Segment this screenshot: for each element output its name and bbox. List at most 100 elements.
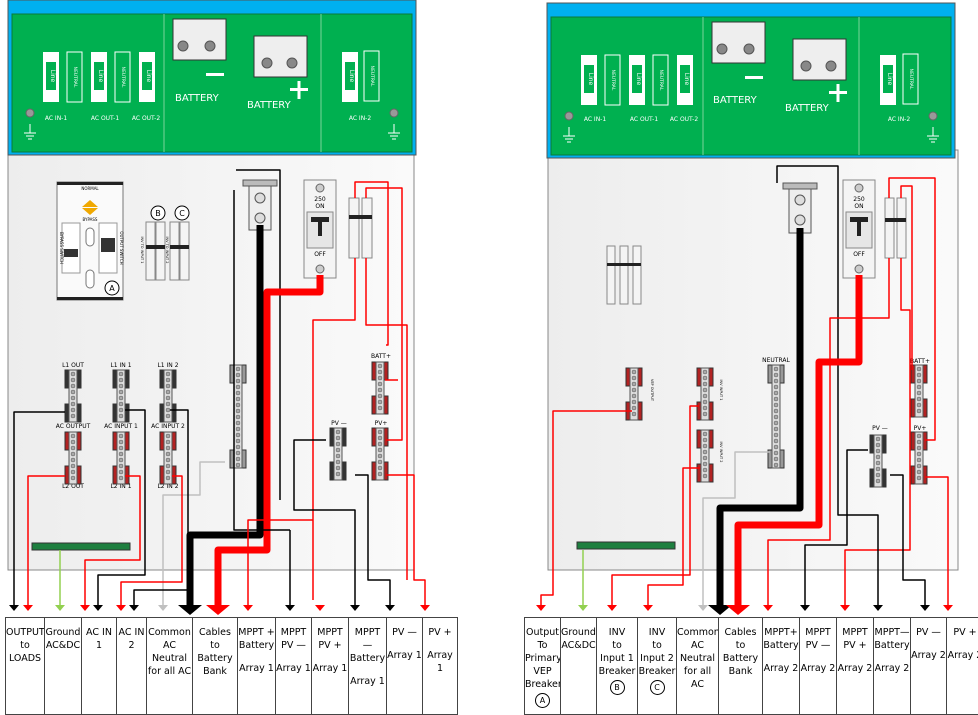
legend-line: MPPT + bbox=[238, 627, 275, 638]
legend-line: Input 1 bbox=[600, 653, 634, 664]
arrow-icon bbox=[698, 605, 708, 611]
dc-breaker[interactable]: 250 ON OFF bbox=[303, 179, 337, 279]
legend-line: PV — bbox=[805, 640, 831, 651]
normal-label: NORMAL bbox=[81, 186, 99, 191]
marker-b: B bbox=[155, 209, 161, 218]
neutral-label: NEUTRAL bbox=[72, 67, 78, 88]
breaker-on-label: ON bbox=[315, 203, 324, 210]
busbar bbox=[371, 427, 389, 481]
breaker-off-label: OFF bbox=[853, 251, 865, 258]
ground-symbol-icon bbox=[927, 127, 939, 143]
left-battery-terminals: BATTERY BATTERY bbox=[172, 18, 308, 111]
pv-neg-label: PV — bbox=[872, 425, 888, 432]
legend-line: for all AC bbox=[147, 666, 192, 677]
breaker-c[interactable]: C INV TO INPUT 2 bbox=[165, 205, 190, 281]
ac-in-1-label: AC IN-1 bbox=[584, 116, 607, 123]
array-label: Array 1 bbox=[239, 663, 274, 674]
breaker-b[interactable]: B INV TO INPUT 1 bbox=[140, 205, 166, 281]
inv-input-2-label: INV INPUT 2 bbox=[719, 442, 723, 463]
left-wires bbox=[13, 169, 426, 605]
ground-symbol-icon bbox=[388, 124, 400, 140]
pv-pos-label: PV+ bbox=[375, 420, 388, 427]
busbar bbox=[625, 367, 643, 421]
neutral-label: NEUTRAL bbox=[908, 69, 914, 90]
arrow-icon bbox=[607, 605, 617, 611]
mppt-breakers[interactable] bbox=[348, 197, 373, 259]
bypass-switch-label: BYPASS SWITCH bbox=[59, 232, 64, 264]
legend-line: Breaker bbox=[638, 666, 676, 677]
marker-a: A bbox=[535, 693, 550, 708]
legend-line: AC&DC bbox=[561, 640, 596, 651]
legend-line: PV + bbox=[318, 640, 342, 651]
legend-line: MPPT — bbox=[354, 627, 381, 651]
legend-line: 2 bbox=[128, 640, 135, 651]
neutral-label: NEUTRAL bbox=[120, 67, 126, 88]
arrow-icon bbox=[726, 605, 750, 615]
legend-line: Ground bbox=[45, 627, 81, 638]
busbar bbox=[159, 369, 177, 423]
bypass-switch[interactable]: NORMAL BYPASS BYPASS SWITCH OUTPUT SWITC… bbox=[56, 181, 124, 301]
line-label: Line bbox=[49, 70, 56, 83]
breaker-c-label: INV TO INPUT 2 bbox=[165, 237, 169, 264]
legend-line: Ground bbox=[561, 627, 596, 638]
legend-line: MPPT bbox=[280, 627, 307, 638]
legend-line: Battery bbox=[722, 653, 759, 664]
l2-in-1-label: L2 IN 1 bbox=[110, 483, 131, 490]
neutral-label: NEUTRAL bbox=[658, 70, 664, 91]
right-ac-breakers[interactable] bbox=[606, 245, 642, 305]
busbar bbox=[64, 369, 82, 423]
marker-a: A bbox=[109, 284, 115, 293]
busbar bbox=[910, 431, 928, 485]
legend-line: INV bbox=[608, 627, 626, 638]
legend-line: PV + bbox=[428, 627, 452, 638]
line-label: Line bbox=[97, 70, 104, 83]
array-label: Array 2 bbox=[800, 663, 836, 674]
inv-input-1-label: INV INPUT 1 bbox=[719, 380, 723, 401]
busbar-labels: L1 OUT L1 IN 1 L1 IN 2 AC OUTPUT AC INPU… bbox=[56, 353, 391, 490]
arrow-icon bbox=[578, 605, 588, 611]
left-inverter-panel: Line NEUTRAL Line NEUTRAL Line AC IN-1 A… bbox=[7, 0, 417, 156]
dc-breaker[interactable]: 250 ON OFF bbox=[842, 179, 876, 279]
ac-out-1-label: AC OUT-1 bbox=[630, 116, 658, 123]
busbar bbox=[159, 431, 177, 485]
right-inverter-panel: Line NEUTRAL Line NEUTRAL Line AC IN-1 A… bbox=[546, 2, 956, 159]
arrow-icon bbox=[643, 605, 653, 611]
ac-in-2-label: AC IN-2 bbox=[888, 116, 911, 123]
array-label: Array 1 bbox=[427, 650, 453, 674]
legend-line: AC IN bbox=[86, 627, 112, 638]
battery-neg-label: BATTERY bbox=[175, 93, 220, 104]
arrow-icon bbox=[116, 605, 126, 611]
left-inverter-system: Line NEUTRAL Line NEUTRAL Line AC IN-1 A… bbox=[7, 0, 417, 571]
legend-line: VEP bbox=[533, 666, 552, 677]
legend-line: Breaker bbox=[525, 679, 561, 690]
arrow-icon bbox=[158, 605, 168, 611]
legend-line: for all AC bbox=[683, 666, 712, 690]
busbar bbox=[696, 429, 714, 483]
arrow-icon bbox=[315, 605, 325, 611]
arrow-icon bbox=[708, 605, 732, 615]
ground-symbol-icon bbox=[24, 124, 36, 140]
ground-lug-icon bbox=[25, 108, 35, 118]
legend-line: Common bbox=[677, 627, 719, 638]
ac-out-2-label: AC OUT-2 bbox=[132, 115, 160, 122]
breaker-b-label: INV TO INPUT 1 bbox=[140, 237, 144, 264]
legend-line: AC&DC bbox=[45, 640, 81, 651]
legend-line: Common bbox=[148, 627, 191, 638]
legend-cell: PV +Array 2 bbox=[946, 617, 978, 715]
arrow-icon bbox=[129, 605, 139, 611]
busbar bbox=[910, 364, 928, 418]
legend-line: AC bbox=[691, 640, 704, 651]
ac-in-1-label: AC IN-1 bbox=[45, 115, 68, 122]
battery-pos-label: BATTERY bbox=[785, 103, 830, 114]
legend-line: Cables to bbox=[724, 627, 757, 651]
arrow-icon bbox=[350, 605, 360, 611]
arrow-icon bbox=[385, 605, 395, 611]
